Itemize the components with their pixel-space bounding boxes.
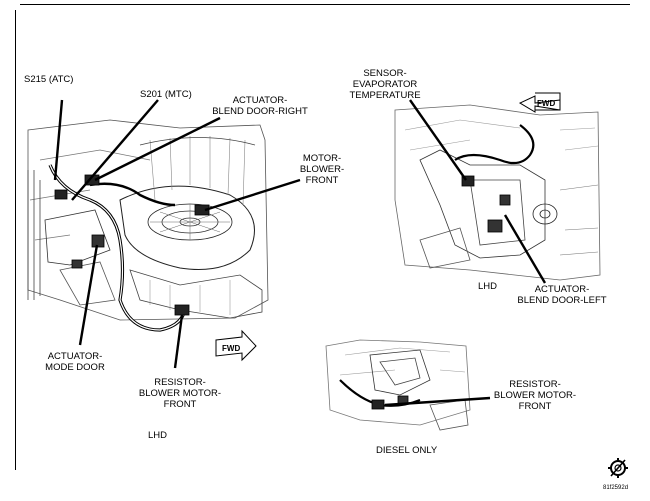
label-line: SENSOR-	[363, 68, 407, 79]
right-top-leader-lines	[409, 99, 547, 284]
label-line: FRONT	[305, 175, 339, 186]
label-actuator-blend-left: ACTUATOR- BLEND DOOR-LEFT	[512, 284, 612, 306]
label-line: FRONT	[518, 401, 552, 412]
label-lhd-right: LHD	[478, 281, 498, 292]
label-line: MODE DOOR	[45, 362, 105, 373]
gear-slash-icon	[608, 458, 628, 478]
label-line: EVAPORATOR	[352, 79, 418, 90]
top-border	[20, 4, 630, 5]
label-resistor-diesel: RESISTOR- BLOWER MOTOR- FRONT	[480, 379, 590, 412]
label-line: BLEND DOOR-RIGHT	[212, 106, 308, 117]
label-line: RESISTOR-	[154, 377, 206, 388]
label-sensor-evaporator: SENSOR- EVAPORATOR TEMPERATURE	[340, 68, 430, 101]
label-line: BLOWER MOTOR-	[493, 390, 577, 401]
label-line: ACTUATOR-	[534, 284, 590, 295]
right-top-illustration	[394, 104, 601, 281]
left-leader-lines	[53, 99, 301, 369]
label-s201: S201 (MTC)	[140, 89, 192, 100]
diesel-leader-line	[384, 396, 491, 407]
label-line: BLEND DOOR-LEFT	[517, 295, 607, 306]
label-line: ACTUATOR-	[47, 351, 103, 362]
figure-code: 81f2592d	[603, 485, 629, 491]
left-hvac-illustration	[27, 119, 269, 332]
label-line: RESISTOR-	[509, 379, 561, 390]
label-line: BLOWER MOTOR-	[138, 388, 222, 399]
label-diesel-only: DIESEL ONLY	[376, 445, 438, 456]
label-line: ACTUATOR-	[232, 95, 288, 106]
fwd-arrow-right	[518, 92, 561, 113]
label-line: BLOWER-	[299, 164, 345, 175]
label-line: MOTOR-	[302, 153, 342, 164]
label-line: FRONT	[163, 399, 197, 410]
fwd-arrow-left	[215, 329, 257, 362]
label-resistor-blower-motor: RESISTOR- BLOWER MOTOR- FRONT	[125, 377, 235, 410]
label-s215: S215 (ATC)	[24, 74, 74, 85]
label-lhd-left: LHD	[148, 430, 168, 441]
label-actuator-blend-right: ACTUATOR- BLEND DOOR-RIGHT	[200, 95, 320, 117]
label-actuator-mode-door: ACTUATOR- MODE DOOR	[35, 351, 115, 373]
left-border	[15, 10, 16, 470]
fwd-label-left: FWD	[222, 344, 240, 353]
fwd-label-right: FWD	[537, 99, 555, 108]
label-line: TEMPERATURE	[349, 90, 421, 101]
diesel-illustration	[325, 339, 471, 431]
label-motor-blower-front: MOTOR- BLOWER- FRONT	[292, 153, 352, 186]
